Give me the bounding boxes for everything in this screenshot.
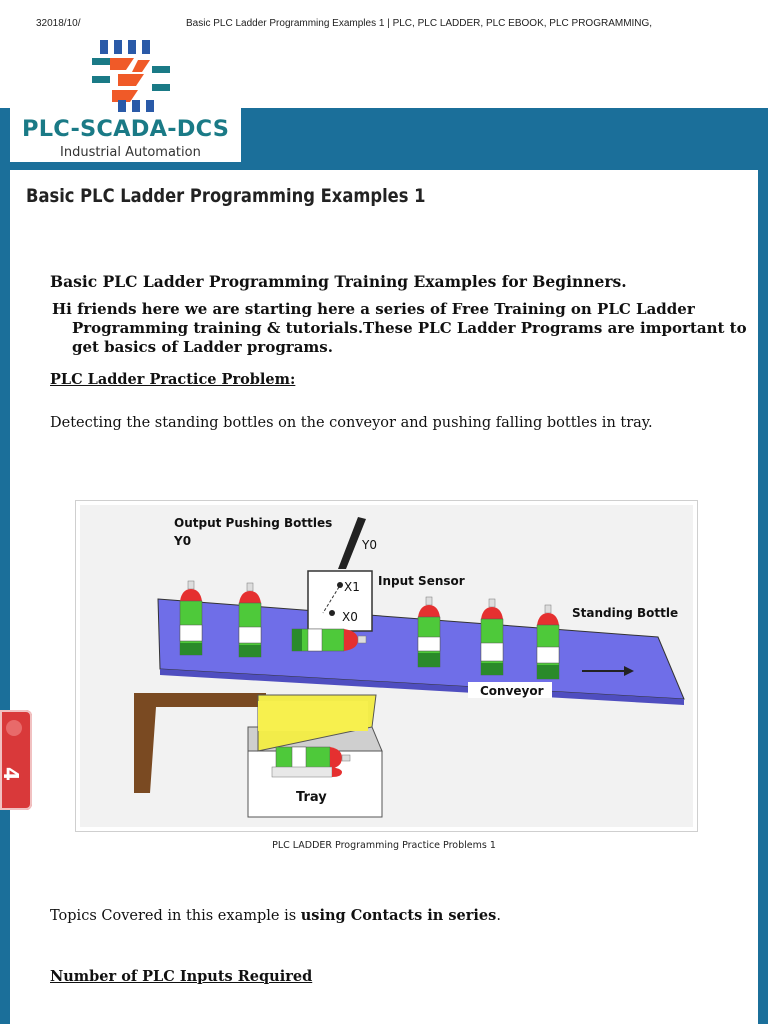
figure-label-input-sensor: Input Sensor [378, 574, 465, 588]
figure-label-x0: X0 [342, 610, 358, 624]
figure-label-tray: Tray [296, 790, 327, 805]
problem-text: Detecting the standing bottles on the co… [50, 415, 653, 431]
print-date: 32018/10/ [36, 18, 81, 29]
side-share-tab[interactable]: 4 [0, 710, 32, 810]
logo-name: PLC-SCADA-DCS [22, 116, 230, 142]
print-header: 32018/10/ Basic PLC Ladder Programming E… [0, 0, 768, 32]
problem-illustration: Output Pushing Bottles Y0 Y0 Input Senso… [75, 500, 698, 832]
figure-label-y0-left: Y0 [173, 534, 191, 548]
heart-icon [6, 720, 22, 736]
side-tab-count: 4 [0, 767, 23, 781]
topics-covered: Topics Covered in this example is using … [50, 907, 501, 924]
bottle-icon [179, 580, 203, 656]
site-logo[interactable]: PLC-SCADA-DCS Industrial Automation [10, 32, 241, 162]
left-border [0, 108, 10, 1024]
figure-label-output: Output Pushing Bottles [174, 516, 332, 530]
figure-label-y0-right: Y0 [361, 538, 377, 552]
inputs-heading: Number of PLC Inputs Required [50, 968, 313, 985]
conveyor-diagram: Output Pushing Bottles Y0 Y0 Input Senso… [80, 505, 693, 827]
right-border [758, 108, 768, 1024]
figure-label-conveyor: Conveyor [480, 684, 544, 698]
logo-tagline: Industrial Automation [60, 145, 201, 160]
print-page-title: Basic PLC Ladder Programming Examples 1 … [186, 18, 653, 29]
intro-paragraph: Hi friends here we are starting here a s… [52, 300, 747, 356]
topics-bold: using Contacts in series [300, 907, 497, 924]
figure-label-x1: X1 [344, 580, 360, 594]
topics-prefix: Topics Covered in this example is [50, 908, 301, 924]
page-title: Basic PLC Ladder Programming Examples 1 [26, 185, 426, 207]
problem-heading: PLC Ladder Practice Problem: [50, 371, 296, 388]
logo-mark-icon [92, 40, 170, 112]
topics-suffix: . [496, 908, 501, 924]
article-subheading: Basic PLC Ladder Programming Training Ex… [50, 272, 627, 291]
figure-label-standing: Standing Bottle [572, 606, 678, 620]
figure-caption: PLC LADDER Programming Practice Problems… [272, 840, 496, 851]
